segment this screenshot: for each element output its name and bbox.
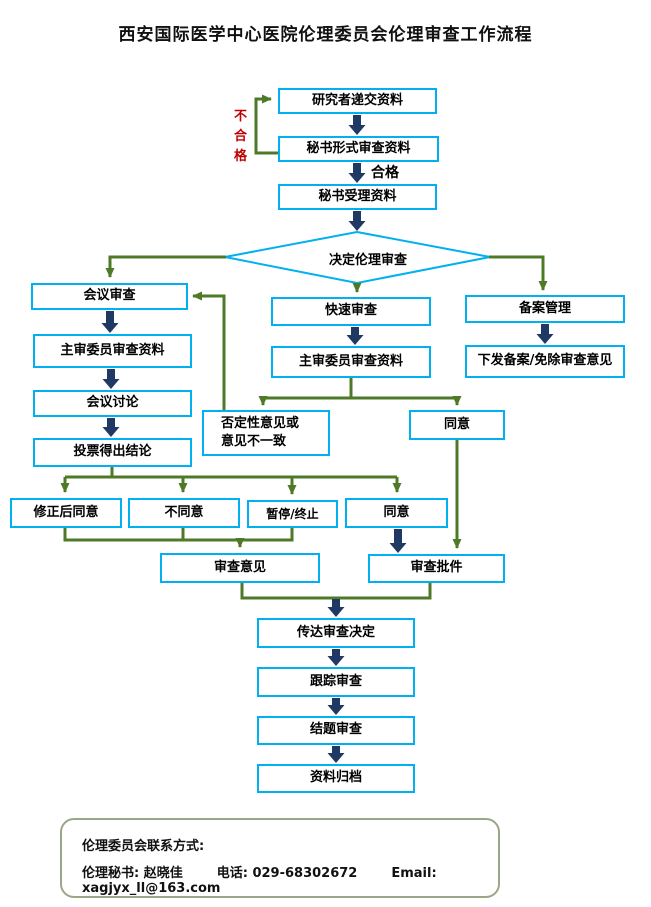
edge-rapid-split-left <box>258 396 457 406</box>
node-lead-reviewer-meeting: 主审委员审查资料 <box>33 334 192 368</box>
contact-secretary: 伦理秘书: 赵晓佳 <box>82 866 183 881</box>
arrow-communicate-to-followup <box>327 649 345 666</box>
contact-heading: 伦理委员会联系方式: <box>82 839 205 854</box>
arrow-filing-to-issue <box>536 324 554 344</box>
arrow-agree-to-approval <box>389 529 407 553</box>
node-researcher-submit: 研究者递交资料 <box>278 88 437 114</box>
contact-email: Email: xagjyx_ll@163.com <box>82 866 437 896</box>
arrow-merge-to-communicate <box>327 599 345 617</box>
arrow-rapid-to-leadreview <box>346 327 364 345</box>
node-lead-reviewer-rapid: 主审委员审查资料 <box>271 346 431 378</box>
node-disagree: 不同意 <box>128 498 240 528</box>
node-secretary-accept: 秘书受理资料 <box>278 184 437 210</box>
edge-negative-loopback <box>192 291 226 410</box>
node-rapid-review: 快速审查 <box>271 297 431 326</box>
node-agree-vote: 同意 <box>345 498 448 528</box>
arrow-leadreview-to-discussion <box>102 369 120 389</box>
arrow-discussion-to-vote <box>102 418 120 437</box>
page-title: 西安国际医学中心医院伦理委员会伦理审查工作流程 <box>118 25 533 45</box>
label-qualified: 合格 <box>371 165 399 181</box>
node-decide-review-label: 决定伦理审查 <box>328 253 407 268</box>
node-negative-opinion: 否定性意见或 意见不一致 <box>202 410 330 456</box>
edge-reject-loop <box>254 94 278 155</box>
arrow-accept-to-decision <box>348 211 366 231</box>
node-meeting-review: 会议审查 <box>31 283 188 310</box>
arrow-followup-to-conclusion <box>327 698 345 715</box>
node-archive: 资料归档 <box>257 764 415 793</box>
node-review-approval: 审查批件 <box>368 554 505 583</box>
node-conclusion-review: 结题审查 <box>257 716 415 745</box>
arrow-conclusion-to-archive <box>327 746 345 763</box>
node-agree-rapid: 同意 <box>409 410 505 440</box>
contact-phone: 电话: 029-68302672 <box>216 866 358 881</box>
arrow-formal-to-accept <box>348 163 366 183</box>
node-filing-management: 备案管理 <box>465 295 625 323</box>
label-unqualified: 不合格 <box>234 109 248 165</box>
edge-diamond-right <box>489 255 548 291</box>
node-review-opinion: 审查意见 <box>160 553 320 583</box>
arrow-meeting-to-leadreview <box>101 311 119 333</box>
arrow-submit-to-formal <box>348 115 366 135</box>
node-meeting-discussion: 会议讨论 <box>33 390 192 417</box>
node-pause-terminate: 暂停/终止 <box>247 500 338 528</box>
node-issue-filing: 下发备案/免除审查意见 <box>465 345 625 378</box>
edge-diamond-left <box>105 255 226 278</box>
node-approve-after-revision: 修正后同意 <box>10 498 122 528</box>
node-secretary-formal-review: 秘书形式审查资料 <box>278 136 439 162</box>
node-communicate-decision: 传达审查决定 <box>257 618 415 648</box>
node-vote-conclusion: 投票得出结论 <box>33 438 192 467</box>
node-follow-up-review: 跟踪审查 <box>257 667 415 697</box>
